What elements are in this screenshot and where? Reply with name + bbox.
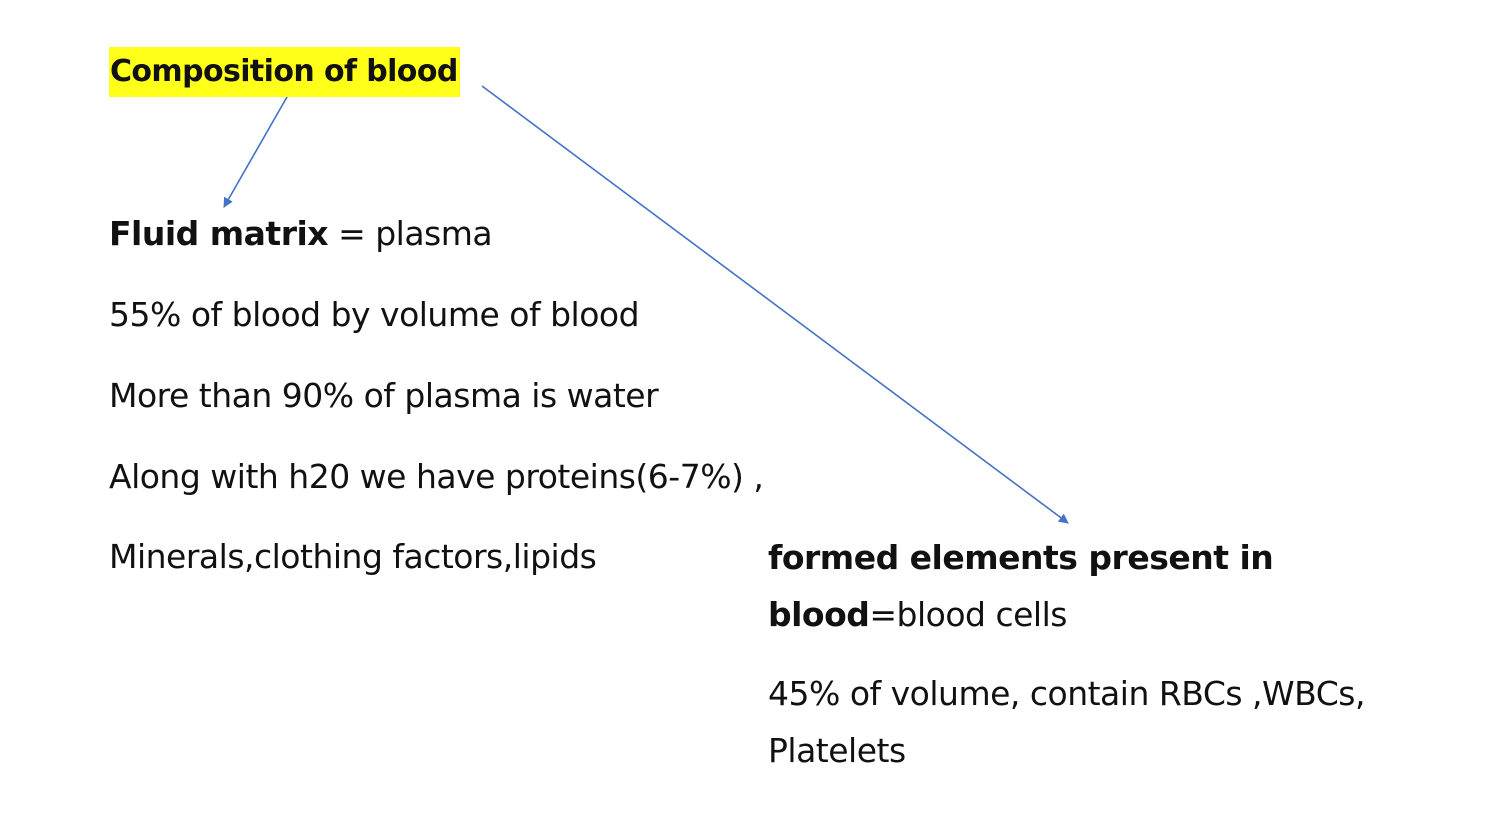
formed-elements-heading: formed elements present in blood=blood c… bbox=[768, 529, 1468, 643]
plasma-line-water: More than 90% of plasma is water bbox=[109, 376, 659, 415]
formed-elements-heading-bold: blood bbox=[768, 595, 870, 634]
formed-elements-detail: 45% of volume, contain RBCs ,WBCs, Plate… bbox=[768, 665, 1468, 779]
plasma-line-proteins: Along with h20 we have proteins(6-7%) , bbox=[109, 457, 764, 496]
formed-elements-heading-line-1: formed elements present in bbox=[768, 538, 1274, 577]
plasma-heading-rest: = plasma bbox=[328, 214, 493, 253]
arrow-to-plasma bbox=[223, 82, 296, 208]
formed-elements-detail-line-2: Platelets bbox=[768, 731, 906, 770]
plasma-heading-bold: Fluid matrix bbox=[109, 214, 329, 253]
plasma-line-minerals: Minerals,clothing factors,lipids bbox=[109, 537, 597, 576]
formed-elements-heading-line-2: blood=blood cells bbox=[768, 586, 1468, 643]
plasma-line-volume: 55% of blood by volume of blood bbox=[109, 295, 640, 334]
plasma-heading: Fluid matrix = plasma bbox=[109, 214, 493, 254]
page-title: Composition of blood bbox=[110, 54, 458, 89]
formed-elements-heading-rest: =blood cells bbox=[869, 595, 1067, 634]
formed-elements-detail-line-1: 45% of volume, contain RBCs ,WBCs, bbox=[768, 674, 1365, 713]
title-highlight: Composition of blood bbox=[109, 47, 460, 97]
